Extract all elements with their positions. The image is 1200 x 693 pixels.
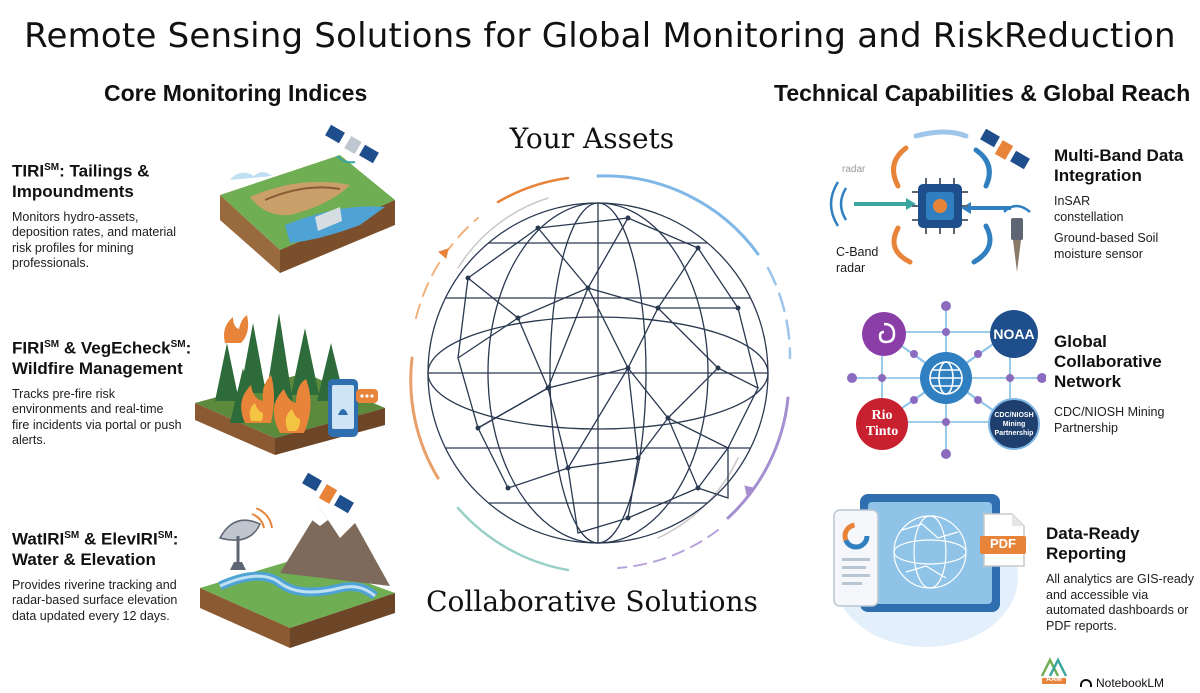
reporting-description: All analytics are GIS-ready and accessib… (1046, 572, 1194, 633)
rio-text: Rio (871, 408, 893, 423)
radar-dish-icon (218, 508, 273, 570)
cdc-line1: CDC/NIOSH (994, 411, 1034, 419)
center-top-label: Your Assets (509, 122, 675, 155)
right-section-header: Technical Capabilities & Global Reach (774, 80, 1191, 106)
cdc-niosh-logo: CDC/NIOSH Mining Partnership (988, 398, 1040, 450)
firi-item: FIRISM & VegEcheckSM:Wildfire Management… (12, 335, 207, 449)
swirl-icon (878, 322, 896, 344)
watiri-description: Provides riverine tracking and radar-bas… (12, 577, 178, 623)
center-bottom-label: Collaborative Solutions (426, 585, 758, 618)
network-title: Global Collaborative Network (1054, 332, 1162, 391)
tailings-dam-illustration (220, 155, 395, 273)
left-section-header: Core Monitoring Indices (104, 80, 368, 106)
noaa-logo: NOAA (990, 310, 1038, 358)
noaa-text: NOAA (993, 326, 1035, 342)
notebooklm-brand: NotebookLM (1080, 676, 1164, 690)
aam-logo (1040, 657, 1068, 684)
satellite-icon (325, 124, 379, 164)
page-title: Remote Sensing Solutions for Global Moni… (24, 16, 1176, 56)
tiri-description: Monitors hydro-assets, deposition rates,… (12, 209, 176, 271)
multi-band-title: Multi-Band Data Integration (1054, 146, 1184, 185)
tiri-item: TIRISM: Tailings &Impoundments Monitors … (12, 158, 182, 272)
tablet-icon (833, 494, 1018, 647)
network-item: Global Collaborative Network (1054, 332, 1194, 392)
globe-wireframe-icon (409, 174, 792, 572)
rio-tinto-logo: Rio Tinto (856, 398, 908, 450)
soil-sensor-icon (1003, 204, 1031, 272)
cdc-line3: Partnership (994, 429, 1034, 437)
multi-band-item: Multi-Band Data Integration (1054, 146, 1194, 186)
purple-org-logo (862, 312, 906, 356)
pdf-icon (980, 513, 1026, 567)
faint-radar-text: radar (842, 164, 866, 175)
notebooklm-icon (1080, 679, 1092, 687)
cdc-line2: Mining (1002, 420, 1026, 428)
cdc-partnership-label: CDC/NIOSH Mining Partnership (1054, 405, 1165, 435)
watiri-item: WatIRISM & ElevIRISM:Water & Elevation P… (12, 526, 192, 624)
reporting-item: Data-Ready Reporting All analytics are G… (1046, 524, 1196, 634)
river-mountain-illustration (200, 508, 395, 648)
phone-alert-icon (328, 379, 378, 437)
reporting-title: Data-Ready Reporting (1046, 524, 1140, 563)
tinto-text: Tinto (865, 424, 899, 439)
aam-logo-text: AAM (1046, 676, 1062, 683)
satellite-icon (980, 128, 1030, 170)
soil-sensor-label: Ground-based Soil moisture sensor (1054, 231, 1159, 261)
tiri-title: TIRISM: Tailings &Impoundments (12, 161, 150, 201)
watiri-title: WatIRISM & ElevIRISM:Water & Elevation (12, 529, 179, 569)
firi-title: FIRISM & VegEcheckSM:Wildfire Management (12, 338, 192, 378)
multi-band-integration-diagram (829, 129, 1011, 265)
satellite-icon (302, 472, 354, 514)
pdf-badge-text: PDF (990, 536, 1016, 551)
c-band-radar-label: C-Band radar (836, 245, 879, 275)
firi-description: Tracks pre-fire risk environments and re… (12, 386, 182, 448)
insar-label: InSAR constellation (1054, 194, 1124, 224)
notebooklm-label: NotebookLM (1096, 676, 1165, 690)
